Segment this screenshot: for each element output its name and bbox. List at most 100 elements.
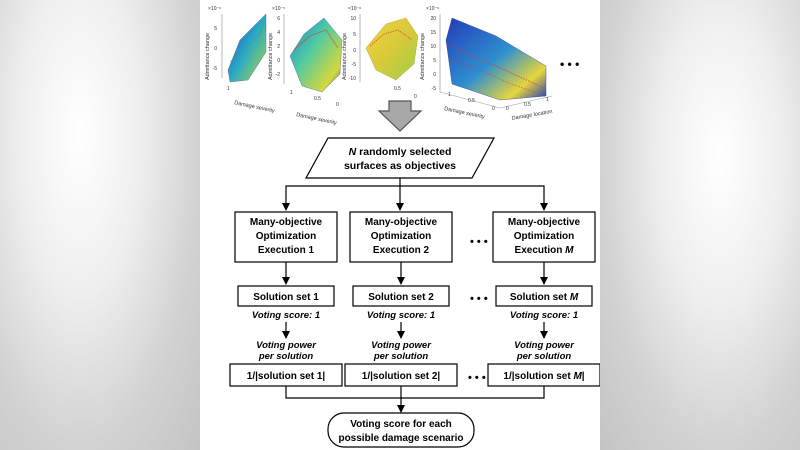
plot1-xtick: 1 xyxy=(227,86,230,92)
plot3-ylabel: Admittance change xyxy=(342,33,348,80)
plot4-ytick: -5 xyxy=(432,86,437,92)
exec1-line1: Many-objective xyxy=(250,217,323,228)
plot1-ytick: 5 xyxy=(214,26,217,32)
solution-set-2-shape xyxy=(352,285,450,307)
plot4-loc-tick: 1 xyxy=(546,97,549,103)
plot3-xtick: 0 xyxy=(414,94,417,100)
plot3-ytick: -10 xyxy=(349,76,356,82)
plot3-exponent: ×10⁻⁶ xyxy=(348,6,361,12)
exec-ellipsis: • • • xyxy=(470,236,488,248)
voting-power-2-line2: per solution xyxy=(373,351,429,362)
solset-ellipsis: • • • xyxy=(470,293,488,305)
execm-line1: Many-objective xyxy=(508,217,581,228)
plot1-xlabel: Damage severity xyxy=(234,100,276,115)
input-surfaces-node: N randomly selected surfaces as objectiv… xyxy=(304,137,496,179)
cardinality-m-label: 1/|solution set M| xyxy=(503,371,584,382)
down-arrow-icon xyxy=(377,100,423,132)
plot2-mesh-line xyxy=(293,29,339,51)
solution-set-m: Solution set M xyxy=(495,285,593,307)
execution-box-m: Many-objective Optimization Execution M xyxy=(492,211,596,263)
plot4-surface xyxy=(445,17,547,101)
surface-plot-4: ×10⁻⁶ 20 15 10 5 0 -5 Admittance change … xyxy=(420,6,553,122)
voting-power-m-line2: per solution xyxy=(516,351,572,362)
cardinality-box-m: 1/|solution set M| xyxy=(487,363,600,387)
plot2-xlabel: Damage severity xyxy=(296,112,338,127)
plot4-axis-floor xyxy=(439,91,501,109)
plot2-xtick: 0.5 xyxy=(314,96,321,102)
plot4-ytick: 20 xyxy=(430,16,436,22)
left-blur-background xyxy=(0,0,200,450)
plot2-ytick: 6 xyxy=(277,16,280,22)
plot2-xtick: 1 xyxy=(290,90,293,96)
execution-box-1-shape xyxy=(234,211,338,263)
voting-power-2-line1: Voting power xyxy=(371,340,432,351)
voting-score-m: Voting score: 1 xyxy=(510,310,578,321)
output-line1: Voting score for each xyxy=(350,419,452,430)
connector-input-execm xyxy=(400,185,548,211)
plot2-ytick: 4 xyxy=(277,30,280,36)
execm-line3: Execution M xyxy=(515,245,575,256)
plot4-ytick: 0 xyxy=(433,72,436,78)
cardinality-2-label: 1/|solution set 2| xyxy=(362,371,441,382)
plot2-xtick: 0 xyxy=(336,102,339,108)
solution-set-1: Solution set 1 xyxy=(237,285,335,307)
input-label-line2: surfaces as objectives xyxy=(344,160,456,172)
plot3-ytick: 0 xyxy=(353,48,356,54)
plot2-ylabel: Admittance change xyxy=(268,33,274,80)
solution-set-m-shape xyxy=(495,285,593,307)
exec2-line2: Optimization xyxy=(371,231,432,242)
plot4-ytick: 10 xyxy=(430,44,436,50)
plot2-ytick: -2 xyxy=(276,72,281,78)
cardinality-ellipsis: • • • xyxy=(468,372,486,384)
plot4-xtick: 1 xyxy=(448,92,451,98)
exec2-line1: Many-objective xyxy=(365,217,438,228)
execution-box-2-shape xyxy=(349,211,453,263)
surface-plot-1: ×10⁻⁶ 5 0 -5 Admittance change 1 Damage … xyxy=(205,6,275,115)
plot4-xlabel-severity: Damage severity xyxy=(444,106,486,121)
exec2-line3: Execution 2 xyxy=(373,245,430,256)
plot4-xtick: 0.5 xyxy=(468,98,475,104)
plot1-surface xyxy=(227,13,267,83)
plot1-mesh-line xyxy=(229,21,265,63)
plot1-ytick: 0 xyxy=(214,46,217,52)
output-voting-node: Voting score for each possible damage sc… xyxy=(327,412,475,448)
solution-set-m-label: Solution set M xyxy=(510,292,579,303)
plot4-ytick: 15 xyxy=(430,30,436,36)
plot4-ylabel: Admittance change xyxy=(420,33,426,80)
voting-power-1-line2: per solution xyxy=(258,351,314,362)
cardinality-1-label: 1/|solution set 1| xyxy=(247,371,326,382)
surface-plot-3: ×10⁻⁶ 10 5 0 -5 -10 Admittance change 0.… xyxy=(342,6,419,100)
plot2-surface xyxy=(289,17,343,93)
plot4-xtick: 0 xyxy=(492,106,495,112)
plot3-mesh-line xyxy=(369,29,413,47)
plot4-mesh-line xyxy=(451,59,541,95)
plot3-ytick: -5 xyxy=(352,62,357,68)
plot4-exponent: ×10⁻⁶ xyxy=(426,6,439,12)
connector-card1-merge xyxy=(285,386,401,399)
plot2-exponent: ×10⁻⁵ xyxy=(272,6,285,12)
plot3-ytick: 5 xyxy=(353,32,356,38)
plot2-ytick: 0 xyxy=(277,58,280,64)
cardinality-box-1: 1/|solution set 1| xyxy=(229,363,343,387)
plot3-surface xyxy=(365,17,419,81)
figure-canvas: ×10⁻⁶ 5 0 -5 Admittance change 1 Damage … xyxy=(200,0,600,450)
voting-power-1-line1: Voting power xyxy=(256,340,317,351)
plot3-ytick: 10 xyxy=(350,16,356,22)
input-parallelogram-shape xyxy=(304,137,496,179)
connector-cardm-merge xyxy=(401,386,545,399)
solution-set-2: Solution set 2 xyxy=(352,285,450,307)
plot4-mesh-line xyxy=(449,43,545,89)
execution-box-1: Many-objective Optimization Execution 1 xyxy=(234,211,338,263)
plot1-exponent: ×10⁻⁶ xyxy=(208,6,221,12)
execm-line2: Optimization xyxy=(514,231,575,242)
plot1-ylabel: Admittance change xyxy=(205,33,211,80)
plot2-ytick: 2 xyxy=(277,44,280,50)
flowchart-svg: ×10⁻⁶ 5 0 -5 Admittance change 1 Damage … xyxy=(205,6,600,448)
connector-input-exec1 xyxy=(282,185,400,211)
exec1-line2: Optimization xyxy=(256,231,317,242)
cardinality-box-2: 1/|solution set 2| xyxy=(344,363,458,387)
plot1-ytick: -5 xyxy=(213,66,218,72)
plot4-ytick: 5 xyxy=(433,58,436,64)
surface-plot-2: ×10⁻⁵ 6 4 2 0 -2 Admittance change 1 0.5… xyxy=(268,6,343,127)
voting-score-1: Voting score: 1 xyxy=(252,310,320,321)
